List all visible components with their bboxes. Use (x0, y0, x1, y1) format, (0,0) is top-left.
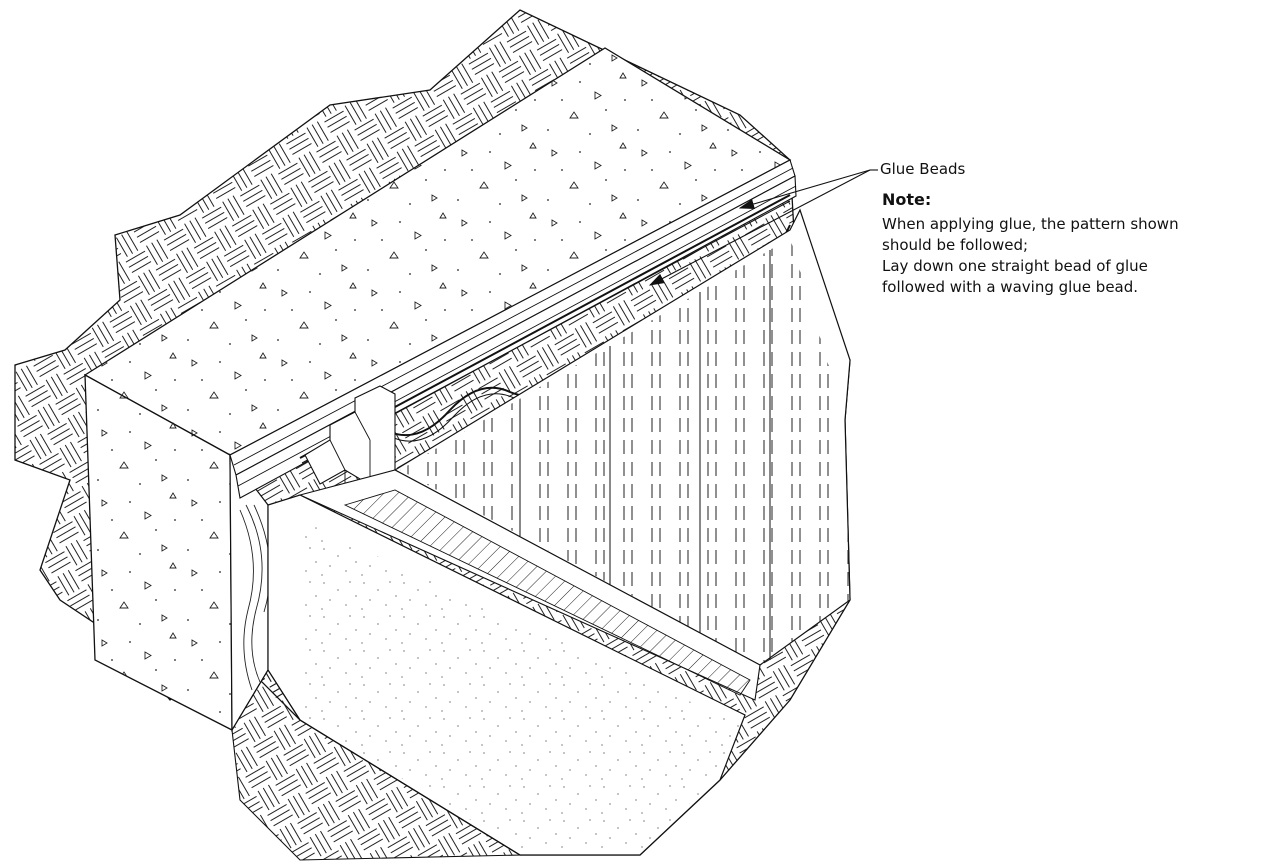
leader-line-waving-bead (648, 169, 871, 286)
glue-beads-label: Glue Beads (880, 160, 966, 178)
note-title: Note: (882, 190, 932, 209)
earth-below (231, 668, 522, 861)
note-line-2: should be followed; (882, 236, 1029, 254)
note-line-3: Lay down one straight bead of glue (882, 257, 1148, 275)
leader-line-straight-bead (738, 169, 871, 209)
stepped-joint (304, 385, 396, 486)
note-line-1: When applying glue, the pattern shown (882, 215, 1179, 233)
note-line-4: followed with a waving glue bead. (882, 278, 1139, 296)
note-body: When applying glue, the pattern shown sh… (882, 214, 1179, 298)
